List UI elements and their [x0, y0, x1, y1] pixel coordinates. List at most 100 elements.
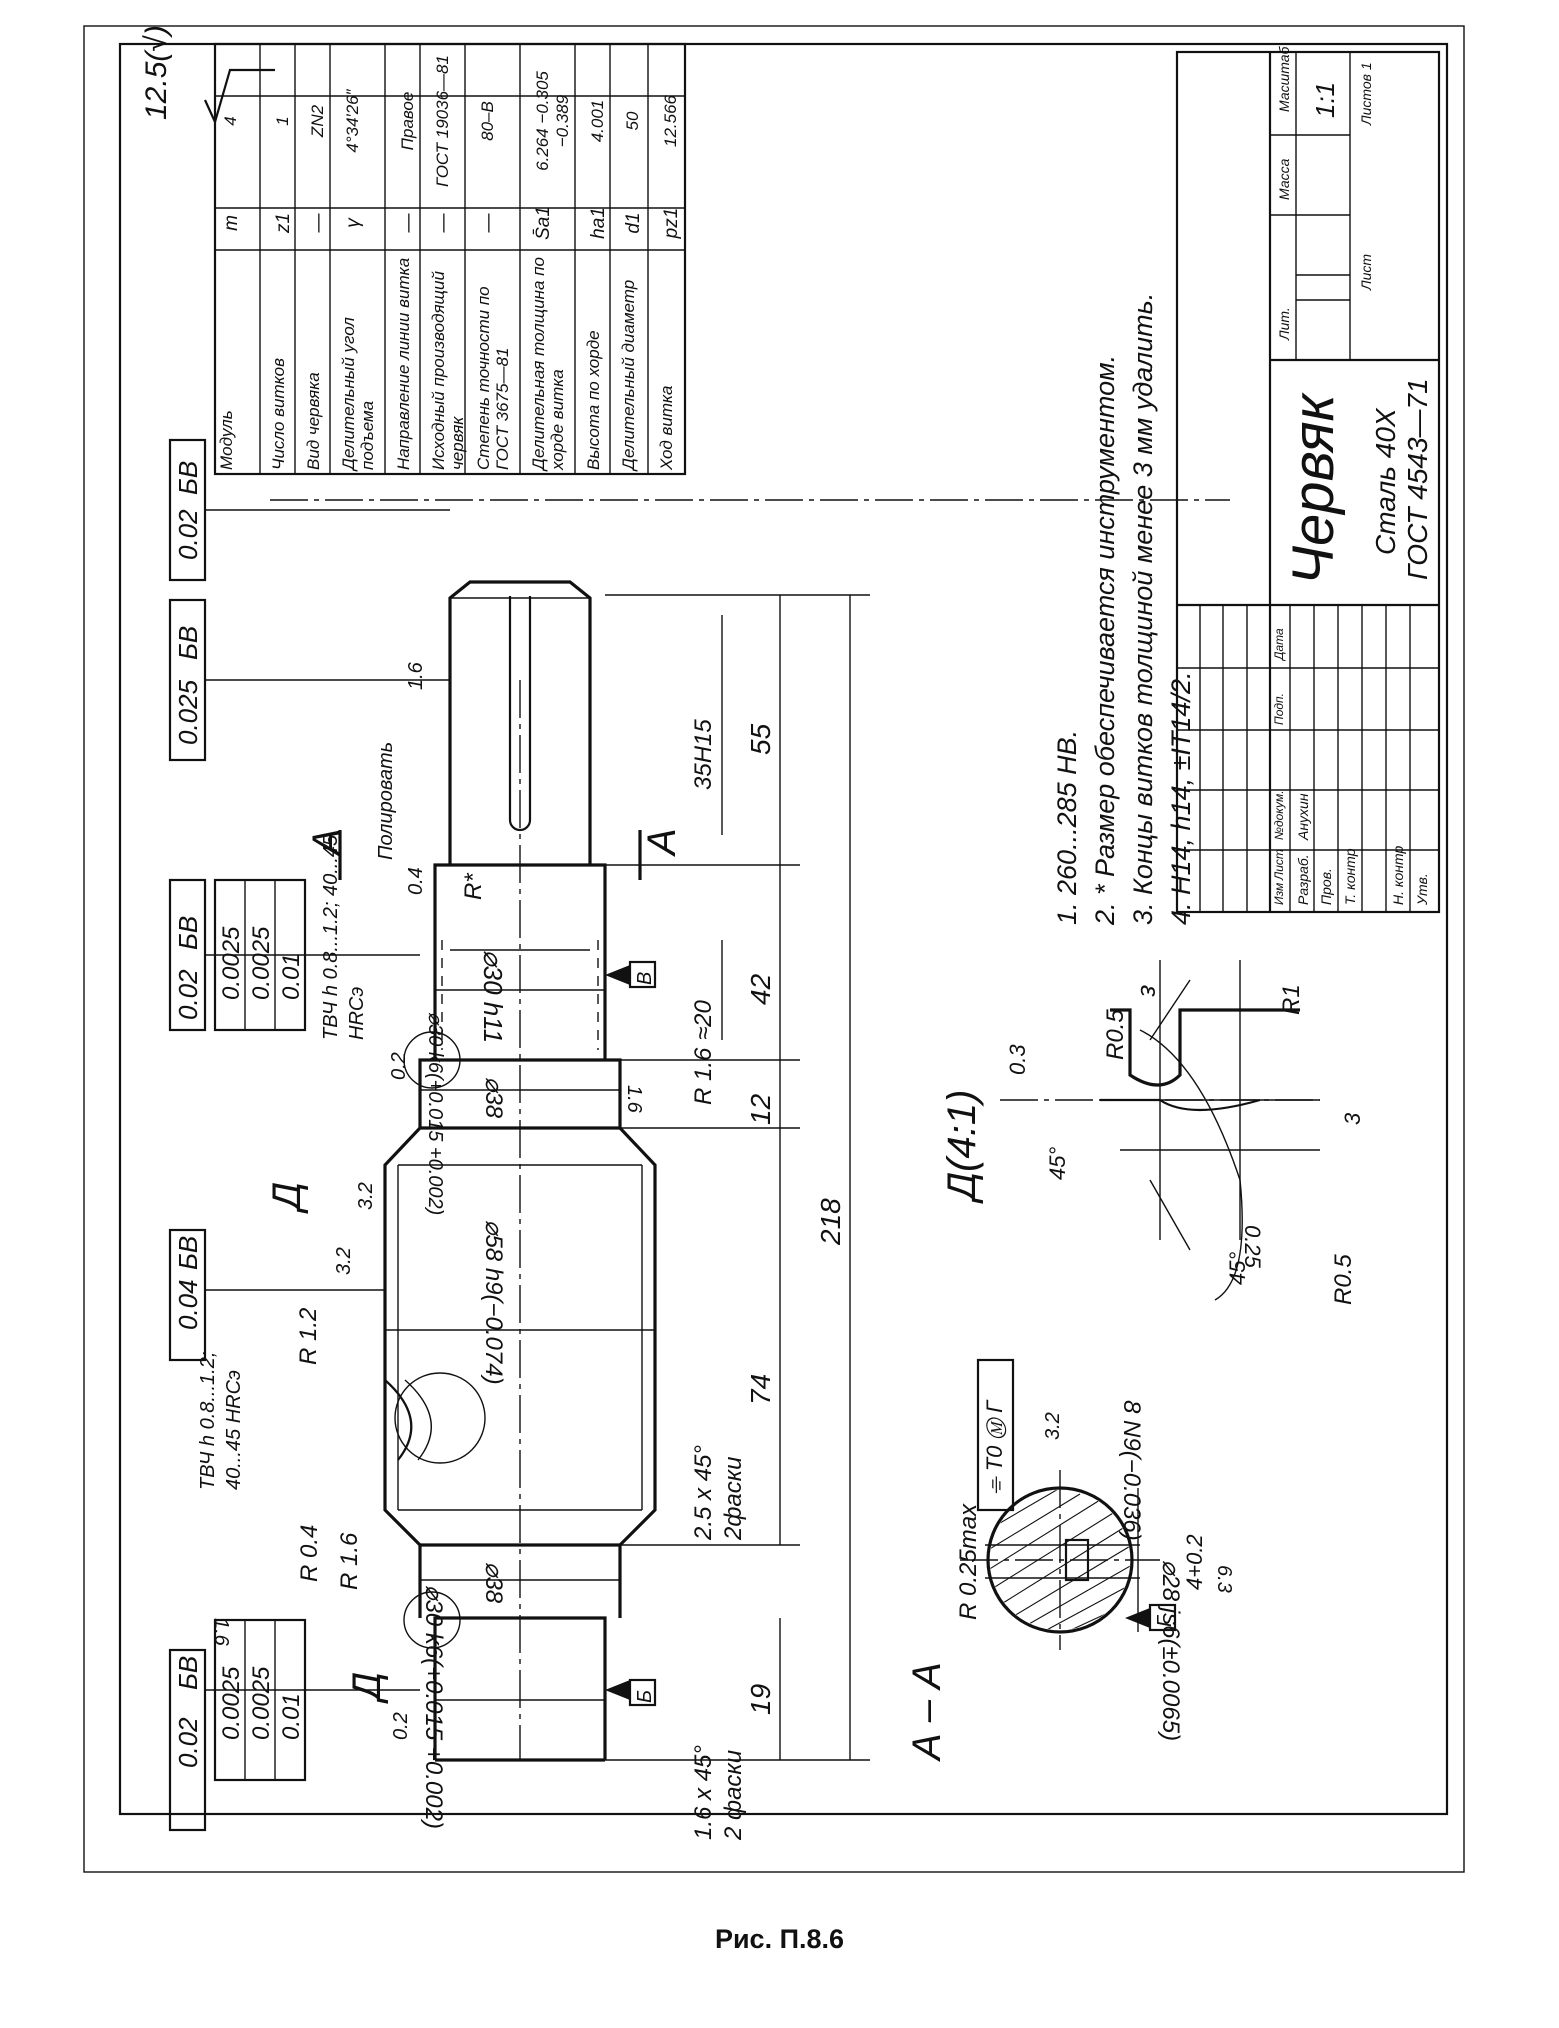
- mass-label: Масса: [1276, 158, 1292, 200]
- detail-r05-top: R0.5: [1102, 1009, 1129, 1060]
- param-value: ZN2: [308, 104, 327, 138]
- detail-eps: ε: [1135, 985, 1165, 997]
- section-aa-sym-tol: ⌯ T0 Ⓜ Г: [982, 1400, 1007, 1495]
- tol-worm-runout: 0.04: [173, 1279, 203, 1330]
- tol-right-runout: 0.02: [173, 969, 203, 1020]
- rough-04: 0.4: [405, 867, 427, 895]
- section-aa-label: А – А: [905, 1662, 949, 1760]
- tol-right-parallel: 0.0025: [248, 926, 275, 1000]
- section-mark-bottom: А: [640, 828, 684, 855]
- param-name: Исходный производящий червяк: [429, 271, 467, 470]
- detail-d: [1000, 960, 1320, 1301]
- rough-16-end: 1.6: [405, 662, 427, 690]
- tolerance-frames: [168, 438, 1015, 1832]
- rev-list: Лист: [1272, 849, 1286, 880]
- param-name: Вид червяка: [304, 372, 323, 470]
- param-name: Число витков: [269, 357, 288, 470]
- tol-right-datums: БВ: [173, 915, 203, 950]
- params-table-row: Направление линии витка—Правое: [392, 44, 427, 474]
- tol-shank-b-datums: БВ: [173, 460, 203, 495]
- dev-name: Анухин: [1295, 793, 1311, 840]
- param-value: 50: [623, 111, 642, 131]
- material-line1: Сталь 40X: [1370, 408, 1401, 555]
- param-symbol: —: [478, 213, 499, 233]
- detail-r1: R1: [1278, 984, 1305, 1015]
- scale-value: 1:1: [1310, 81, 1340, 118]
- rough-32-b: 3.2: [355, 1182, 377, 1210]
- sheet-label: Лист: [1358, 253, 1374, 290]
- note-4: 4. H14, h14, ±IT14/2.: [1166, 671, 1196, 925]
- dia-collar-right: ⌀38: [480, 1077, 507, 1119]
- param-symbol: z1: [273, 212, 294, 234]
- dia-collar-left: ⌀38: [480, 1562, 507, 1604]
- tol-worm-datums: БВ: [173, 1235, 203, 1270]
- param-symbol: —: [398, 213, 419, 233]
- tol-shank-b: 0.02: [173, 509, 203, 560]
- param-value: Правое: [398, 91, 417, 151]
- section-aa-keyway: 8 N9(−0.036): [1118, 1400, 1145, 1541]
- params-table-row: Число витков z1 1: [267, 44, 302, 474]
- tol-left-runout: 0.02: [173, 1717, 203, 1768]
- detail-45-top: 45°: [1045, 1146, 1070, 1180]
- inner-frame: [118, 42, 1449, 1816]
- param-value: 4.001: [588, 99, 607, 143]
- note-2: 2. * Размер обеспечивается инструментом.: [1090, 354, 1120, 925]
- tol-left-datums: БВ: [173, 1655, 203, 1690]
- role-check: Пров.: [1318, 868, 1334, 905]
- param-value: 80–В: [478, 101, 497, 141]
- datum-b-label: Б: [634, 1689, 656, 1703]
- param-symbol: —: [308, 213, 329, 233]
- section-aa-diameter: ⌀28 js6(±0.0065): [1157, 1560, 1184, 1742]
- detail-45-bottom: 45°: [1225, 1251, 1250, 1285]
- general-roughness-value: 12.5: [140, 61, 173, 120]
- param-symbol: S̄a1: [533, 206, 554, 240]
- role-ncontrol: Н. контр: [1390, 845, 1406, 905]
- polish-note: Полировать: [375, 741, 397, 860]
- rev-sign: Подп.: [1272, 693, 1286, 725]
- section-aa-rough-a: 3.2: [1042, 1412, 1064, 1440]
- dim-42: 42: [745, 973, 776, 1005]
- datum-v-label: В: [634, 971, 656, 985]
- dim-74: 74: [745, 1373, 776, 1405]
- param-symbol: ha1: [588, 207, 609, 239]
- radius-12: R 1.2: [295, 1307, 322, 1365]
- param-symbol: pz1: [661, 207, 682, 239]
- dimension-lines: [338, 594, 870, 1761]
- role-approve: Утв.: [1414, 873, 1430, 905]
- chamfer-left: 1.6 x 45°: [690, 1745, 717, 1840]
- radius-star: R*: [460, 873, 487, 900]
- tol-right-runout2: 0.01: [278, 953, 305, 1000]
- rough-16-right: 1.6: [623, 1085, 645, 1113]
- dim-12: 12: [745, 1093, 776, 1125]
- tol-left-parallel: 0.0025: [248, 1666, 275, 1740]
- section-aa: [960, 1470, 1160, 1650]
- param-value: 1: [273, 116, 292, 126]
- dia-shank: ⌀30 h11: [478, 950, 508, 1044]
- param-name: Делительный диаметр: [619, 279, 638, 470]
- general-roughness-bracket: (√): [140, 25, 173, 62]
- params-table: [213, 42, 687, 476]
- detail-r05-bottom: R0.5: [1330, 1254, 1357, 1305]
- params-table-row: Степень точности по ГОСТ 3675—81—80–В: [472, 44, 527, 474]
- dim-55: 55: [745, 723, 776, 755]
- param-value: 12.566: [661, 95, 680, 147]
- datum-b-triangle: [605, 1680, 630, 1700]
- chamfer-worm: 2.5 x 45°: [690, 1445, 717, 1540]
- param-symbol: γ: [343, 218, 364, 228]
- heat-treat-right: ТВЧ h 0.8...1.2; 40...45 HRCэ: [320, 834, 368, 1040]
- chamfer-left-count: 2 фаски: [720, 1749, 747, 1840]
- detail-3: 3: [1340, 1112, 1365, 1125]
- chamfer-worm-count: 2фаски: [720, 1456, 747, 1540]
- section-aa-radius: R 0.25max: [955, 1503, 982, 1620]
- detail-mark-top: Д: [265, 1181, 309, 1210]
- param-name: Делительная толщина по хорде витка: [529, 257, 567, 470]
- tol-shank-a-datums: БВ: [173, 625, 203, 660]
- general-roughness: 12.5(√): [140, 25, 174, 120]
- rough-16-left: 1.6: [210, 1618, 232, 1646]
